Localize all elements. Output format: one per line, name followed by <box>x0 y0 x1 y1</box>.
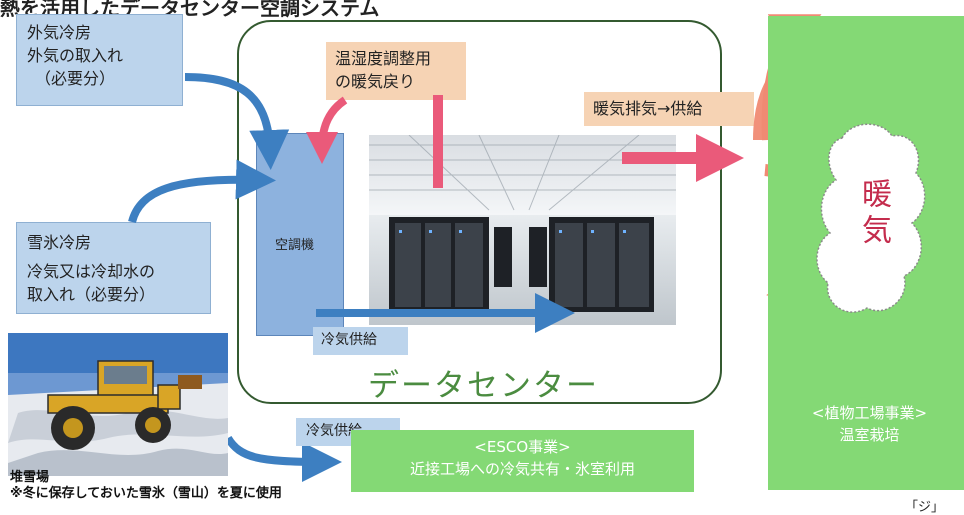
return-heat-arrow <box>306 96 348 164</box>
snow-yard-title: 堆雪場 <box>10 470 50 485</box>
heat-cloud <box>816 123 926 313</box>
exhaust-heat-box: 暖気排気→供給 <box>584 92 754 126</box>
server-room-image <box>369 135 676 325</box>
return-heat-box: 温湿度調整用 の暖気戻り <box>326 42 466 100</box>
cold-supply-outer-arrow <box>224 435 342 482</box>
esco-subtitle: 近接工場への冷気共有・氷室利用 <box>409 460 635 478</box>
snow-cooling-line2: 取入れ（必要分） <box>27 285 156 304</box>
snow-cooling-box: 雪氷冷房 冷気又は冷却水の 取入れ（必要分） <box>16 222 211 314</box>
snow-yard-note: ※冬に保存しておいた雪氷（雪山）を夏に使用 <box>10 486 282 501</box>
corner-mark: 「ジ」 <box>905 500 945 515</box>
datacenter-frame <box>237 20 722 404</box>
esco-title: <ESCO事業> <box>474 438 571 456</box>
cold-supply-inner-label: 冷気供給 <box>321 332 377 348</box>
snow-cooling-line1: 冷気又は冷却水の <box>27 262 156 281</box>
plant-factory-title: <植物工場事業> <box>811 404 928 422</box>
return-heat-line1: 温湿度調整用 <box>335 49 432 68</box>
snow-yard-text: 堆雪場 ※冬に保存しておいた雪氷（雪山）を夏に使用 <box>10 470 282 502</box>
outside-air-box: 外気冷房 外気の取入れ （必要分） <box>16 14 183 106</box>
snow-yard-photo <box>8 333 228 476</box>
plant-factory-subtitle: 温室栽培 <box>839 426 900 444</box>
exhaust-heat-label: 暖気排気→供給 <box>593 99 703 118</box>
outside-air-line2: （必要分） <box>35 69 116 88</box>
outside-air-line1: 外気の取入れ <box>27 46 124 65</box>
datacenter-label: データセンター <box>368 368 599 404</box>
cold-supply-inner-box: 冷気供給 <box>313 327 408 355</box>
return-heat-line2: の暖気戻り <box>335 72 416 91</box>
snow-cooling-heading: 雪氷冷房 <box>27 233 92 252</box>
esco-box: <ESCO事業> 近接工場への冷気共有・氷室利用 <box>351 430 694 492</box>
ac-unit-label: 空調機 <box>275 238 315 253</box>
outside-air-heading: 外気冷房 <box>27 23 92 42</box>
cold-supply-outer-label: 冷気供給 <box>306 423 362 439</box>
heat-cloud-label: 暖気 <box>856 178 891 250</box>
snow-cooling-arrow <box>128 159 276 224</box>
outside-air-arrow <box>184 73 290 170</box>
